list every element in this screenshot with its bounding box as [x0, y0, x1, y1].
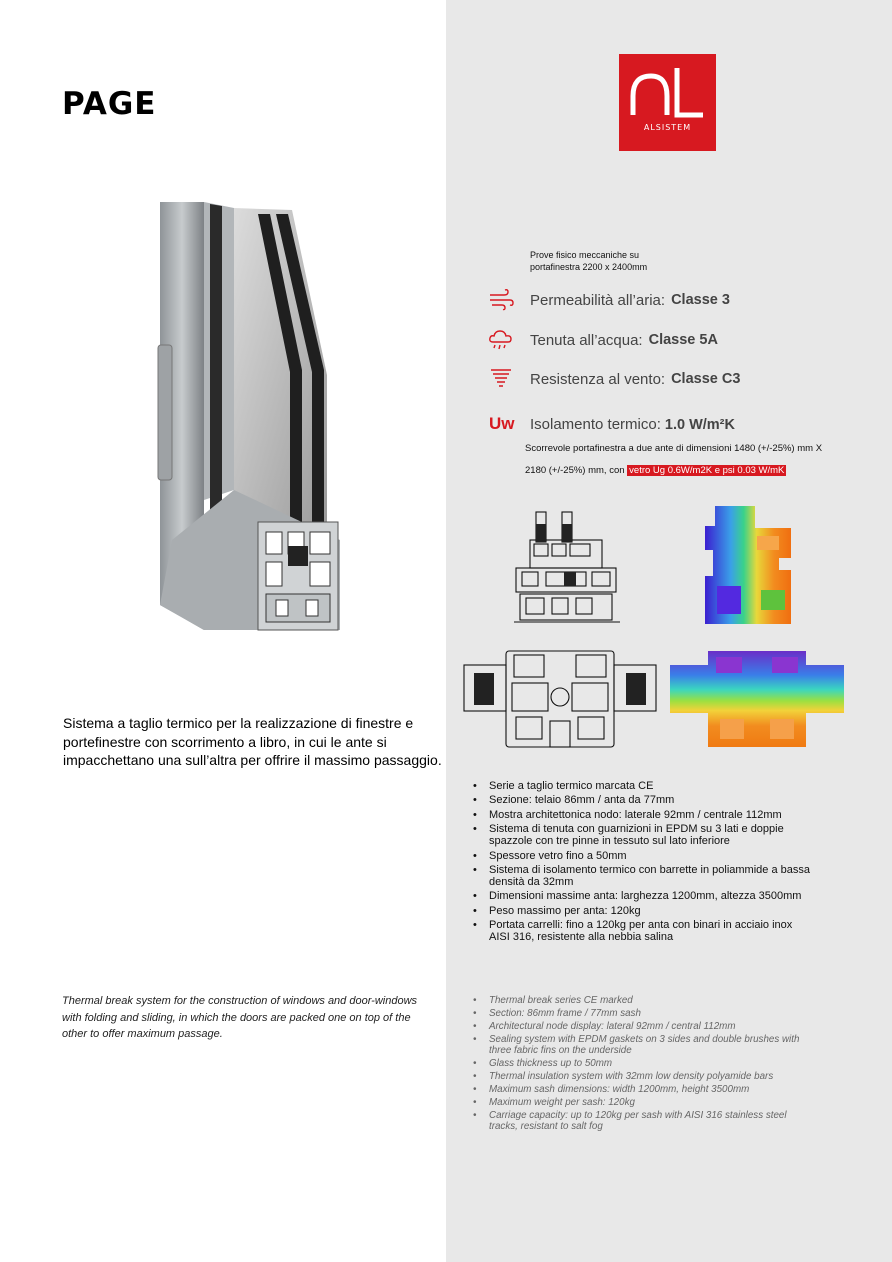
feature-en-item: Sealing system with EPDM gaskets on 3 si…	[472, 1034, 817, 1056]
tests-heading: Prove fisico meccaniche su portafinestra…	[530, 249, 690, 273]
feature-en-item: Maximum weight per sash: 120kg	[472, 1097, 817, 1108]
thermal-note: Scorrevole portafinestra a due ante di d…	[525, 438, 825, 482]
air-permeability-row: Permeabilità all’aria: Classe 3	[488, 288, 730, 312]
thermal-row: Uw Isolamento termico: 1.0 W/m²K	[489, 414, 735, 434]
air-permeability-value: Classe 3	[671, 292, 730, 308]
feature-en-item: Thermal break series CE marked	[472, 995, 817, 1006]
feature-en-item: Maximum sash dimensions: width 1200mm, h…	[472, 1084, 817, 1095]
brand-name: ALSISTEM	[643, 123, 692, 132]
thermal-note-highlight: vetro Ug 0.6W/m2K e psi 0.03 W/mK	[627, 465, 787, 476]
rain-cloud-icon	[489, 330, 512, 350]
window-profile-image	[157, 202, 340, 631]
feature-it-item: Portata carrelli: fino a 120kg per anta …	[472, 919, 812, 943]
feature-en-item: Architectural node display: lateral 92mm…	[472, 1021, 817, 1032]
feature-it-item: Sistema di tenuta con guarnizioni in EPD…	[472, 823, 812, 847]
tests-heading-line1: Prove fisico meccaniche su	[530, 250, 640, 260]
wind-resistance-row: Resistenza al vento: Classe C3	[488, 367, 740, 391]
feature-it-item: Dimensioni massime anta: larghezza 1200m…	[472, 890, 812, 902]
section-drawing-2	[463, 650, 657, 748]
wind-resistance-label: Resistenza al vento:	[530, 370, 666, 388]
intro-english: Thermal break system for the constructio…	[62, 995, 418, 1040]
thermal-note-text: Scorrevole portafinestra a due ante di d…	[525, 443, 823, 476]
features-list-english: Thermal break series CE marked Section: …	[472, 995, 817, 1134]
feature-it-item: Spessore vetro fino a 50mm	[472, 850, 812, 862]
tornado-icon	[491, 369, 511, 387]
feature-it-item: Mostra architettonica nodo: laterale 92m…	[472, 809, 812, 821]
uw-mark: Uw	[489, 414, 515, 433]
water-tightness-label: Tenuta all’acqua:	[530, 331, 643, 349]
feature-it-item: Serie a taglio termico marcata CE	[472, 780, 812, 792]
thermal-map-2	[670, 651, 844, 747]
wind-air-icon	[490, 289, 514, 311]
alsistem-logo: ALSISTEM	[619, 54, 716, 151]
thermal-value: 1.0 W/m²K	[664, 417, 735, 433]
features-list-italian: Serie a taglio termico marcata CE Sezion…	[472, 780, 812, 946]
feature-en-item: Section: 86mm frame / 77mm sash	[472, 1008, 817, 1019]
water-tightness-row: Tenuta all’acqua: Classe 5A	[488, 328, 718, 352]
water-tightness-value: Classe 5A	[648, 332, 718, 348]
thermal-label: Isolamento termico:	[530, 416, 661, 433]
alsistem-logo-icon	[630, 68, 703, 118]
feature-en-item: Glass thickness up to 50mm	[472, 1058, 817, 1069]
feature-it-item: Peso massimo per anta: 120kg	[472, 905, 812, 917]
thermal-map-1	[705, 506, 791, 624]
feature-it-item: Sezione: telaio 86mm / anta da 77mm	[472, 794, 812, 806]
tests-heading-line2: portafinestra 2200 x 2400mm	[530, 262, 648, 272]
feature-en-item: Carriage capacity: up to 120kg per sash …	[472, 1110, 817, 1132]
feature-en-item: Thermal insulation system with 32mm low …	[472, 1071, 817, 1082]
product-title: PAGE	[62, 86, 157, 122]
wind-resistance-value: Classe C3	[671, 371, 741, 387]
intro-italian: Sistema a taglio termico per la realizza…	[63, 715, 442, 768]
section-drawing-1	[514, 511, 620, 623]
air-permeability-label: Permeabilità all’aria:	[530, 291, 666, 309]
feature-it-item: Sistema di isolamento termico con barret…	[472, 864, 812, 888]
